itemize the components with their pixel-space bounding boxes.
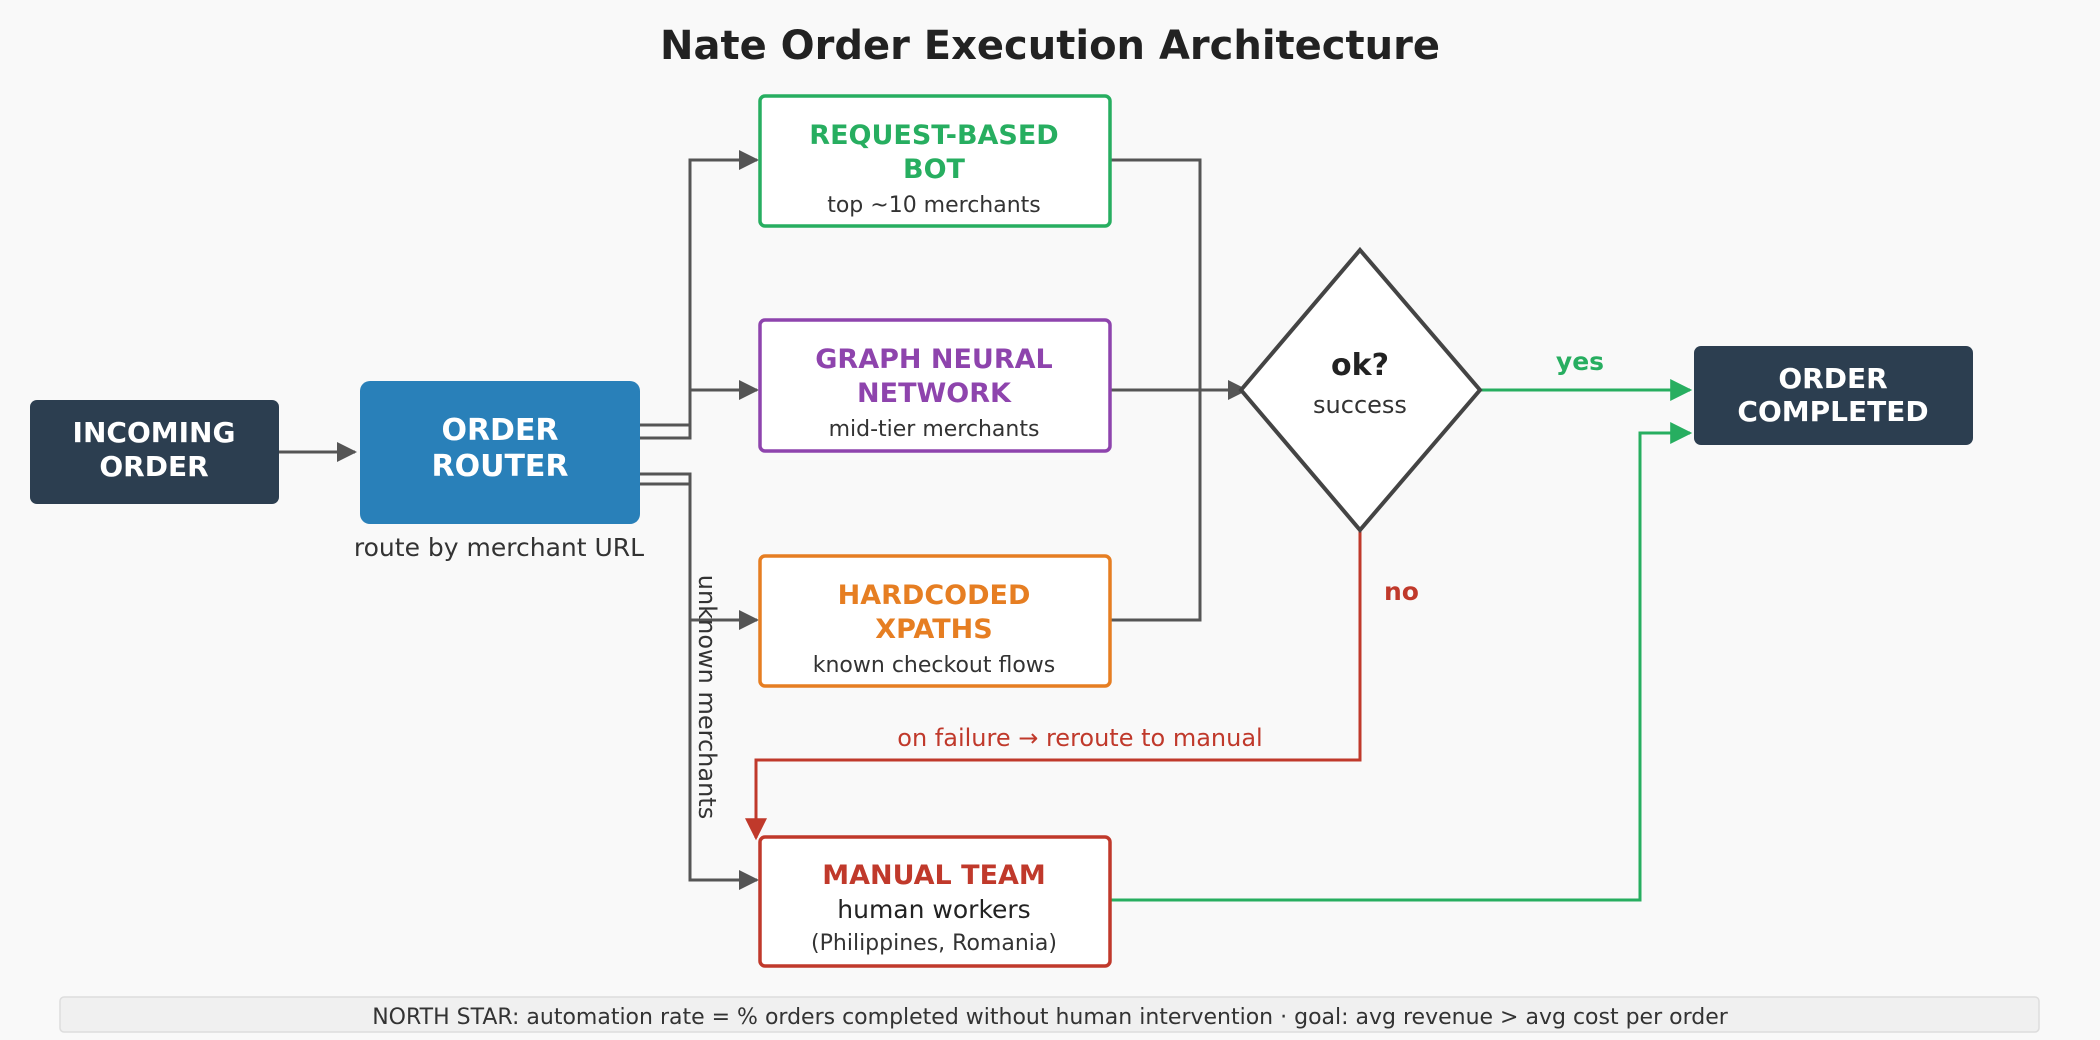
node-decision: ok? success [1238, 246, 1483, 534]
completed-line2: COMPLETED [1737, 395, 1928, 428]
completed-line1: ORDER [1778, 362, 1887, 395]
manual-subtitle: human workers [837, 895, 1030, 924]
xpaths-subtitle: known checkout flows [813, 653, 1056, 678]
edge-router-to-manual [640, 482, 759, 890]
node-graph-neural-network: GRAPH NEURAL NETWORK mid-tier merchants [758, 318, 1112, 453]
xpaths-line2: XPATHS [875, 614, 992, 645]
manual-note: (Philippines, Romania) [811, 931, 1057, 956]
gnn-subtitle: mid-tier merchants [829, 417, 1040, 442]
decision-question: ok? [1331, 348, 1389, 383]
node-hardcoded-xpaths: HARDCODED XPATHS known checkout flows [758, 554, 1112, 688]
request-bot-line2: BOT [903, 154, 966, 185]
node-incoming-order: INCOMING ORDER [30, 400, 279, 504]
router-line2: ROUTER [431, 449, 568, 484]
router-line1: ORDER [441, 413, 558, 448]
request-bot-subtitle: top ~10 merchants [827, 193, 1041, 218]
xpaths-line1: HARDCODED [838, 580, 1031, 611]
footer-banner: NORTH STAR: automation rate = % orders c… [59, 996, 2040, 1033]
edge-no [745, 530, 1362, 841]
unknown-merchants-label: unknown merchants [693, 575, 721, 819]
no-label: no [1384, 577, 1419, 606]
manual-title: MANUAL TEAM [822, 860, 1046, 891]
gnn-line1: GRAPH NEURAL [815, 344, 1053, 375]
incoming-line1: INCOMING [73, 416, 236, 449]
request-bot-line1: REQUEST-BASED [809, 120, 1058, 151]
edge-router-to-request-bot [640, 150, 759, 427]
decision-subtitle: success [1313, 391, 1407, 419]
failure-label: on failure → reroute to manual [897, 724, 1262, 752]
yes-label: yes [1556, 347, 1604, 376]
router-caption: route by merchant URL [354, 533, 644, 562]
node-manual-team: MANUAL TEAM human workers (Philippines, … [758, 835, 1112, 968]
node-order-router: ORDER ROUTER route by merchant URL [354, 381, 644, 562]
node-order-completed: ORDER COMPLETED [1694, 346, 1973, 445]
edge-manual-to-completed [1111, 422, 1693, 902]
gnn-line2: NETWORK [857, 378, 1012, 409]
diagram-title: Nate Order Execution Architecture [660, 23, 1440, 69]
edge-router-to-gnn [640, 380, 759, 440]
node-request-based-bot: REQUEST-BASED BOT top ~10 merchants [758, 94, 1112, 228]
incoming-line2: ORDER [99, 450, 208, 483]
footer-text: NORTH STAR: automation rate = % orders c… [372, 1005, 1729, 1030]
